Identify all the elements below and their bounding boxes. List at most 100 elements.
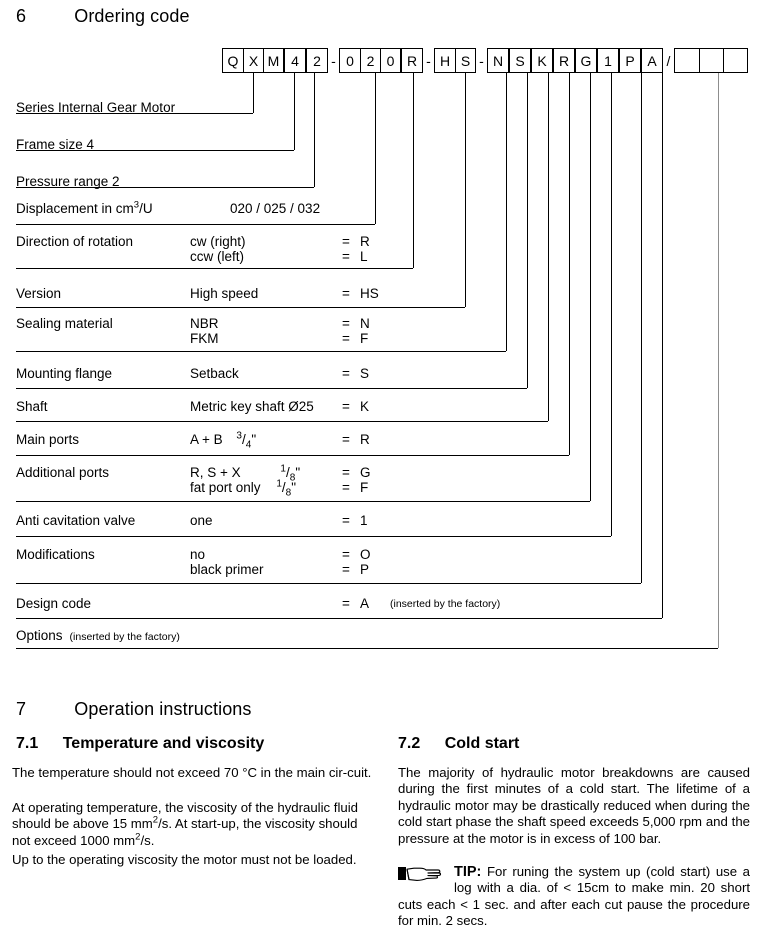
code-group-flange[interactable]: S — [509, 48, 531, 73]
coldstart-paragraph-1: The majority of hydraulic motor breakdow… — [398, 765, 750, 846]
bracket-rule-shaft — [16, 421, 548, 422]
leader-line-version — [465, 73, 466, 307]
spec-desc: R, S + X 1/8" — [190, 463, 301, 484]
code-group-modifications[interactable]: P — [619, 48, 641, 73]
spec-desc: black primer — [190, 562, 264, 577]
code-group-pressure-range[interactable]: 2 — [306, 48, 328, 73]
section-6-number: 6 — [16, 6, 27, 26]
spec-label-superscript: 3 — [133, 199, 140, 211]
spec-value: F — [360, 331, 369, 346]
fraction: 3/4" — [236, 430, 257, 451]
bracket-rule-options — [16, 648, 718, 649]
tip-body: For runing the system up (cold start) us… — [398, 864, 750, 929]
section-7-title: Operation instructions — [74, 699, 252, 719]
code-cell: G — [580, 52, 592, 69]
code-cell: P — [625, 52, 635, 69]
code-cell: R — [406, 52, 418, 69]
code-group-anti-cavitation[interactable]: 1 — [597, 48, 619, 73]
spec-value: G — [360, 465, 371, 480]
leader-line-flange — [527, 73, 528, 388]
paragraph-text: /s. — [140, 832, 155, 848]
leader-line-main-ports — [569, 73, 570, 455]
spec-value: HS — [360, 286, 379, 301]
code-cell: X — [243, 49, 263, 72]
code-group-options[interactable] — [674, 48, 748, 73]
code-separator-separator-slash: / — [666, 52, 671, 69]
spec-note: (inserted by the factory) — [69, 631, 180, 643]
spec-value: K — [360, 399, 370, 414]
code-cell — [699, 49, 723, 72]
spec-value: N — [360, 316, 370, 331]
code-cell: R — [558, 52, 570, 69]
temperature-paragraph-3: Up to the operating viscosity the motor … — [12, 852, 357, 867]
bracket-rule-additional-ports — [16, 501, 590, 502]
section-7-1-heading: 7.1 Temperature and viscosity — [16, 735, 264, 753]
code-group-additional-ports[interactable]: G — [575, 48, 597, 73]
fraction-unit: " — [251, 432, 257, 447]
code-group-sealing[interactable]: N — [487, 48, 509, 73]
spec-label: Main ports — [16, 432, 80, 447]
spec-value: S — [360, 366, 370, 381]
fraction-denominator: 4 — [245, 439, 252, 451]
code-group-main-ports[interactable]: R — [553, 48, 575, 73]
code-cell: A — [647, 52, 657, 69]
leader-line-shaft — [548, 73, 549, 421]
section-7-number: 7 — [16, 699, 27, 719]
spec-desc: Metric key shaft Ø25 — [190, 399, 314, 414]
bracket-rule-sealing — [16, 351, 506, 352]
spec-equals: = — [342, 234, 350, 249]
code-cell: 2 — [313, 52, 321, 69]
bracket-rule-main-ports — [16, 455, 569, 456]
spec-desc: fat port only 1/8" — [190, 478, 296, 499]
leader-line-sealing — [506, 73, 507, 351]
section-7-2-number: 7.2 — [398, 735, 421, 752]
section-6-heading: 6 Ordering code — [16, 6, 190, 27]
leader-line-frame-size — [294, 73, 295, 150]
bracket-rule-frame-size — [16, 150, 294, 151]
spec-value: R — [360, 432, 370, 447]
leader-line-modifications — [641, 73, 642, 583]
bracket-rule-modifications — [16, 583, 641, 584]
fraction-numerator: 3 — [236, 430, 242, 442]
bracket-rule-displacement — [16, 224, 375, 225]
spec-note: (inserted by the factory) — [390, 598, 501, 610]
code-group-rotation[interactable]: R — [401, 48, 423, 73]
leader-line-design-code — [662, 73, 663, 618]
spec-desc-text: A + B — [190, 432, 223, 447]
spec-desc: NBR — [190, 316, 219, 331]
leader-line-pressure-range — [314, 73, 315, 187]
spec-equals: = — [342, 562, 350, 577]
code-cell: S — [455, 49, 475, 72]
fraction: 1/8" — [276, 478, 296, 499]
bracket-rule-pressure-range — [16, 187, 314, 188]
fraction-unit: " — [295, 465, 301, 480]
spec-label: Displacement in cm3/U — [16, 199, 153, 216]
spec-equals: = — [342, 316, 350, 331]
code-cell: H — [439, 52, 451, 69]
leader-line-series — [253, 73, 254, 113]
leader-line-displacement — [375, 73, 376, 224]
fraction-unit: " — [291, 480, 296, 495]
fraction: 1/8" — [280, 463, 301, 484]
spec-label: Anti cavitation valve — [16, 513, 136, 528]
code-group-frame-size[interactable]: 4 — [284, 48, 306, 73]
code-cell: 0 — [380, 49, 400, 72]
spec-label-tail: /U — [139, 201, 153, 216]
code-group-design-code[interactable]: A — [641, 48, 663, 73]
code-cell: K — [537, 52, 547, 69]
code-cell: Q — [227, 52, 239, 69]
bracket-rule-anti-cavitation — [16, 536, 611, 537]
spec-equals: = — [342, 399, 350, 414]
leader-line-options — [718, 73, 719, 648]
code-cell: M — [263, 49, 283, 72]
spec-desc: Setback — [190, 366, 239, 381]
unit-superscript: 2 — [135, 831, 141, 843]
pointing-hand-icon — [398, 866, 446, 883]
code-separator-separator-3: - — [479, 52, 484, 69]
spec-value: L — [360, 249, 368, 264]
code-group-shaft[interactable]: K — [531, 48, 553, 73]
spec-label: Sealing material — [16, 316, 113, 331]
